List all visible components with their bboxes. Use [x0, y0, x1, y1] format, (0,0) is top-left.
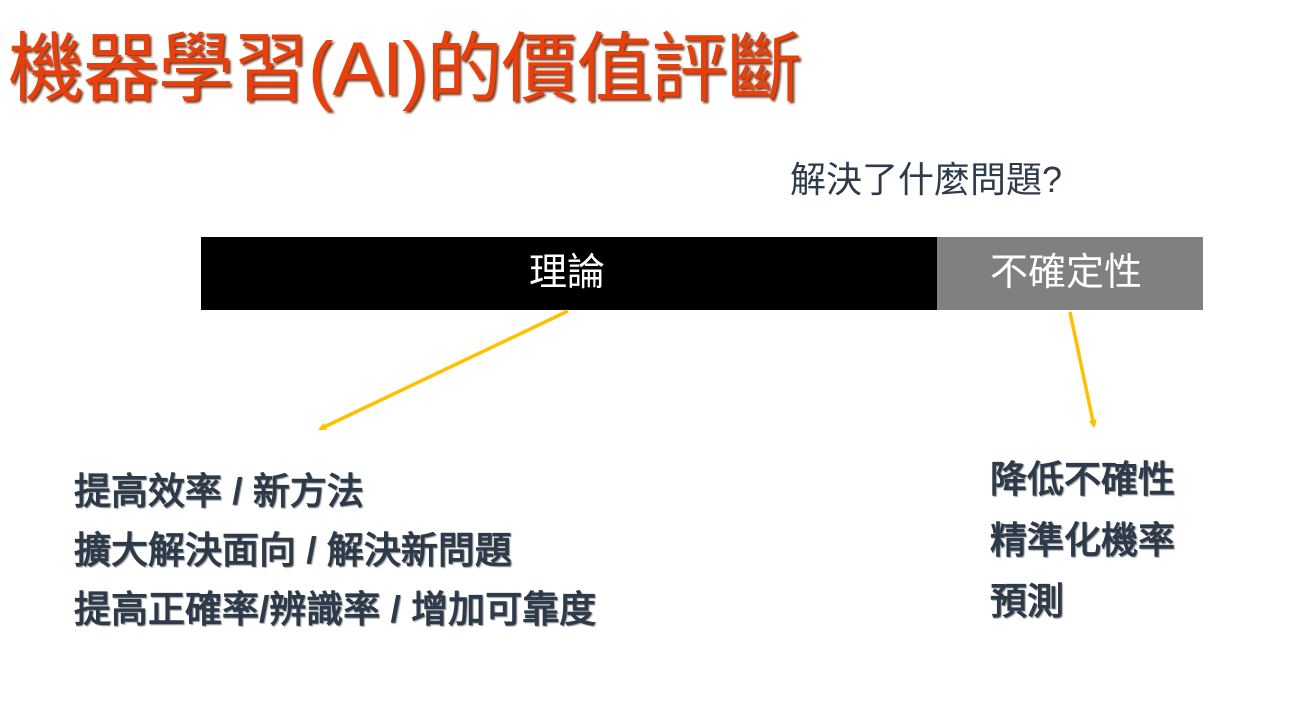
list-item: 精準化機率	[990, 520, 1175, 561]
question-text: 解決了什麼問題?	[790, 159, 1063, 200]
theory-label: 理論	[529, 252, 606, 294]
list-item: 擴大解決面向 / 解決新問題	[74, 530, 512, 571]
uncertainty-benefits-list: 降低不確性 精準化機率 預測	[990, 449, 1175, 632]
uncertainty-bar: 不確定性	[937, 237, 1203, 310]
list-item: 降低不確性	[990, 459, 1175, 500]
slide-title: 機器學習(AI)的價值評斷	[8, 27, 802, 112]
uncertainty-label: 不確定性	[990, 252, 1143, 294]
arrow-theory	[318, 309, 569, 431]
list-item: 預測	[990, 581, 1064, 622]
arrow-uncertainty	[1068, 311, 1097, 428]
theory-bar: 理論	[201, 237, 937, 310]
theory-benefits-list: 提高效率 / 新方法 擴大解決面向 / 解決新問題 提高正確率/辨識率 / 增加…	[74, 462, 596, 639]
list-item: 提高正確率/辨識率 / 增加可靠度	[74, 589, 597, 630]
list-item: 提高效率 / 新方法	[74, 471, 364, 512]
